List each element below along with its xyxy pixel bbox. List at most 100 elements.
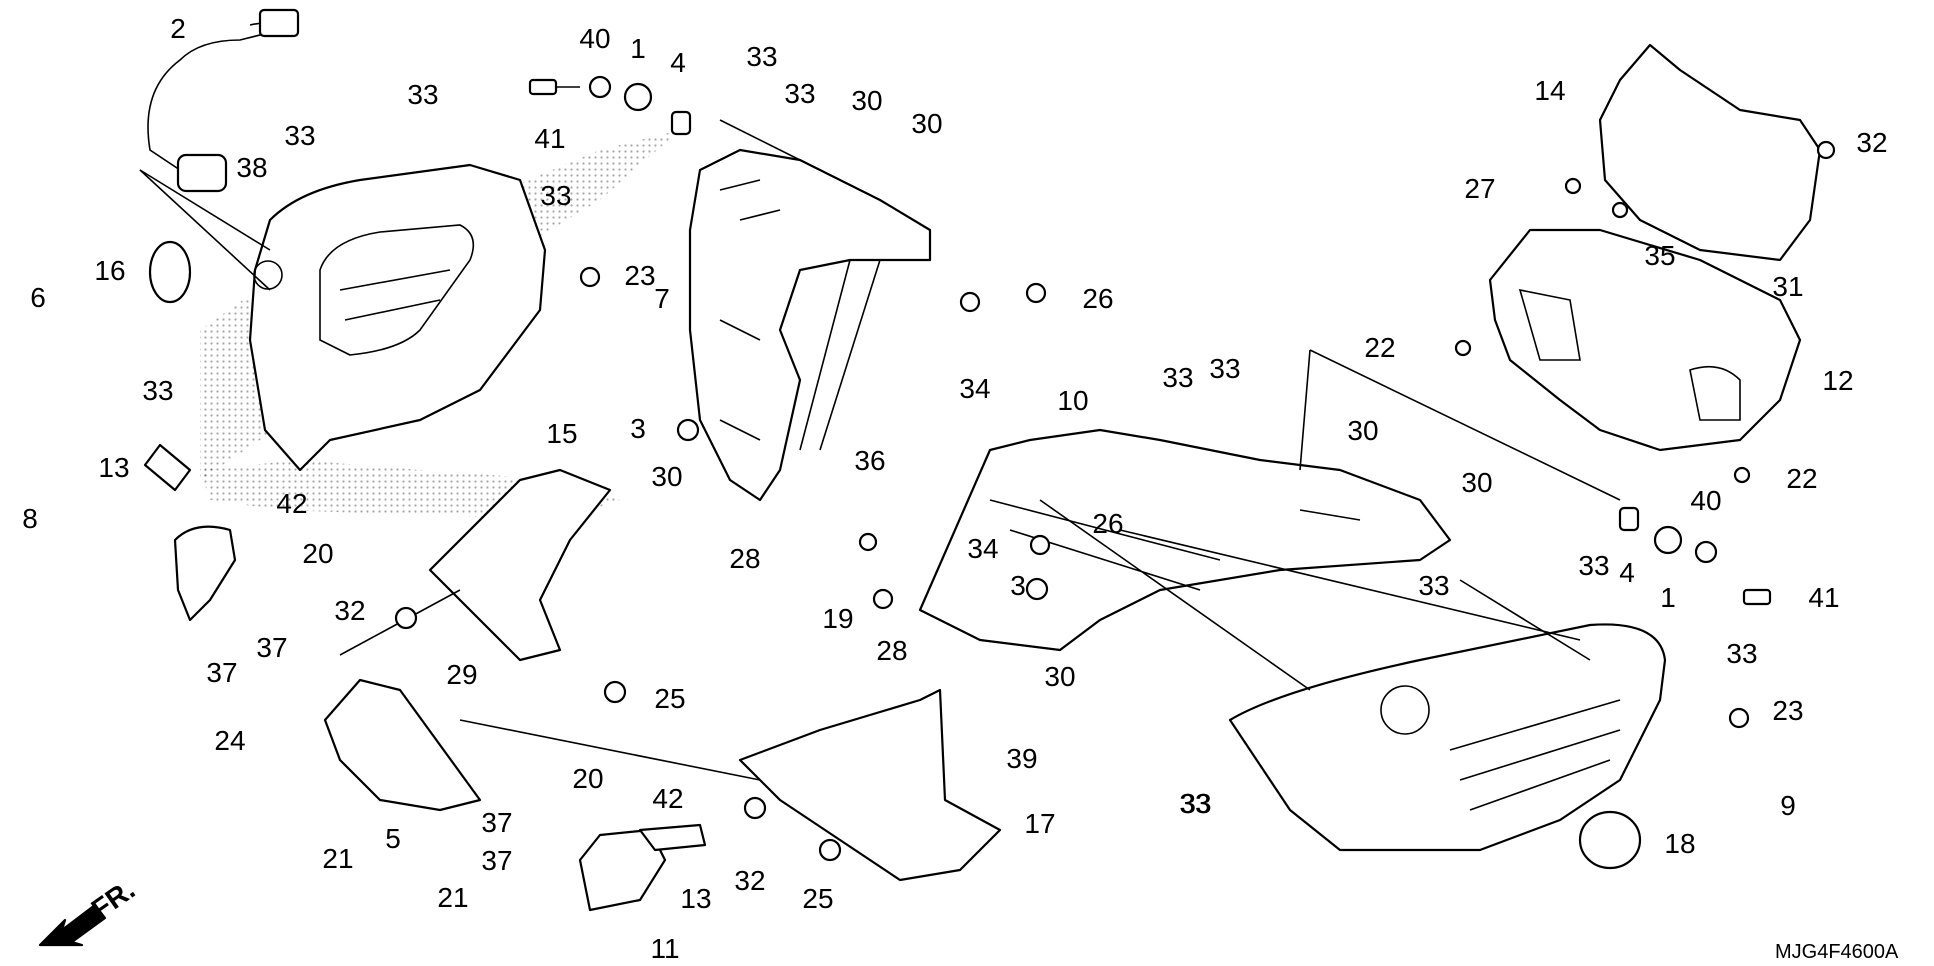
- callout-label-c42b: 42: [652, 783, 683, 814]
- callout-label-c4a: 4: [670, 47, 686, 78]
- part-8-side-reflector: [173, 525, 237, 622]
- callout-label-c21b: 21: [437, 882, 468, 913]
- part-10-inner-cover-center: [918, 428, 1452, 652]
- callout-label-c30c: 30: [651, 461, 682, 492]
- callout-label-c33g: 33: [1162, 362, 1193, 393]
- callout-label-c33m: 33: [1180, 788, 1211, 819]
- callout-label-c28b: 28: [876, 635, 907, 666]
- callout-label-c33d: 33: [284, 120, 315, 151]
- callout-label-c13a: 13: [98, 452, 129, 483]
- callout-label-c33f: 33: [142, 375, 173, 406]
- callout-label-c34b: 34: [967, 533, 998, 564]
- callout-label-c33h: 33: [1209, 353, 1240, 384]
- callout-label-c23a: 23: [624, 260, 655, 291]
- callout-label-c40a: 40: [579, 23, 610, 54]
- callout-label-c6: 6: [30, 282, 46, 313]
- callout-label-c33k: 33: [1726, 638, 1757, 669]
- part-9-outer-cover: [1228, 623, 1667, 852]
- leader-lines: [139, 119, 1621, 781]
- callout-label-c16: 16: [94, 255, 125, 286]
- callout-label-c26b: 26: [1092, 508, 1123, 539]
- callout-label-c30e: 30: [1461, 467, 1492, 498]
- callout-label-c28a: 28: [729, 543, 760, 574]
- diagram-code: MJG4F4600A: [1775, 941, 1899, 963]
- callout-label-c14: 14: [1534, 75, 1565, 106]
- part-12-inner-cover-right: [1488, 228, 1802, 452]
- callout-label-c41b: 41: [1808, 582, 1839, 613]
- callout-label-c32b: 32: [734, 865, 765, 896]
- callout-label-c30d: 30: [1347, 415, 1378, 446]
- callout-label-c17: 17: [1024, 808, 1055, 839]
- fasteners: [394, 75, 1836, 862]
- callout-label-c33i: 33: [1418, 570, 1449, 601]
- callout-label-c7: 7: [654, 283, 670, 314]
- callout-label-c21a: 21: [322, 843, 353, 874]
- callout-label-c32c: 32: [1856, 127, 1887, 158]
- callout-label-c3b: 3: [1010, 570, 1026, 601]
- callout-label-c20b: 20: [572, 763, 603, 794]
- callout-label-c3a: 3: [630, 413, 646, 444]
- callout-label-c33e: 33: [540, 180, 571, 211]
- callout-label-c12: 12: [1822, 365, 1853, 396]
- callout-label-c13b: 13: [680, 883, 711, 914]
- callout-label-c30a: 30: [851, 85, 882, 116]
- callout-label-c33l: 33: [1179, 788, 1210, 819]
- front-direction-arrow: FR.: [38, 874, 140, 947]
- part-2-wire-harness: [147, 8, 300, 193]
- callout-label-c30f: 30: [1044, 661, 1075, 692]
- callout-label-c37d: 37: [481, 845, 512, 876]
- callout-label-c24: 24: [214, 725, 245, 756]
- part-11-reflector: [578, 823, 707, 912]
- callout-label-c1b: 1: [1660, 582, 1676, 613]
- callout-label-c36: 36: [854, 445, 885, 476]
- part-14-upper-bracket: [1598, 43, 1822, 262]
- part-15-stay: [428, 468, 612, 662]
- callout-label-c31: 31: [1772, 271, 1803, 302]
- callout-label-c20a: 20: [302, 538, 333, 569]
- part-6-inner-cover-left: [248, 163, 547, 472]
- callout-label-c37c: 37: [481, 807, 512, 838]
- callout-label-c40b: 40: [1690, 485, 1721, 516]
- callout-label-c11: 11: [650, 933, 679, 964]
- callout-label-c10: 10: [1057, 385, 1088, 416]
- callout-label-c27: 27: [1464, 173, 1495, 204]
- part-18-emblem: [1578, 810, 1642, 870]
- part-13-clip-left: [143, 443, 192, 492]
- callout-label-c35: 35: [1644, 240, 1675, 271]
- callout-label-c18: 18: [1664, 828, 1695, 859]
- part-7-inner-frame: [688, 148, 932, 502]
- callout-label-c33j: 33: [1578, 550, 1609, 581]
- callout-label-c4b: 4: [1619, 557, 1635, 588]
- callout-label-c33b: 33: [784, 78, 815, 109]
- callout-label-c33c: 33: [407, 79, 438, 110]
- callout-label-c25a: 25: [654, 683, 685, 714]
- callout-label-c41a: 41: [534, 123, 565, 154]
- callout-label-c38: 38: [236, 152, 267, 183]
- callout-label-c42a: 42: [276, 488, 307, 519]
- callout-label-c26a: 26: [1082, 283, 1113, 314]
- callout-label-c19: 19: [822, 603, 853, 634]
- callout-label-c30b: 30: [911, 108, 942, 139]
- callout-label-c9: 9: [1780, 790, 1796, 821]
- callout-label-c15: 15: [546, 418, 577, 449]
- callout-label-c39: 39: [1006, 743, 1037, 774]
- callout-label-c37a: 37: [206, 657, 237, 688]
- callout-label-c22b: 22: [1786, 463, 1817, 494]
- callout-label-c29: 29: [446, 659, 477, 690]
- callout-label-c8: 8: [22, 503, 38, 534]
- callout-label-c32a: 32: [334, 595, 365, 626]
- callout-label-c2: 2: [170, 13, 186, 44]
- callout-label-c37b: 37: [256, 632, 287, 663]
- callout-label-c1a: 1: [630, 33, 646, 64]
- part-16-cap: [148, 240, 192, 304]
- callout-label-c22a: 22: [1364, 332, 1395, 363]
- callout-label-c25b: 25: [802, 883, 833, 914]
- part-5-garnish: [323, 678, 482, 812]
- callout-label-c23b: 23: [1772, 695, 1803, 726]
- callout-label-c33a: 33: [746, 41, 777, 72]
- part-17-lower-cover: [738, 688, 1002, 882]
- callout-label-c34a: 34: [959, 373, 990, 404]
- callout-label-c5: 5: [385, 823, 401, 854]
